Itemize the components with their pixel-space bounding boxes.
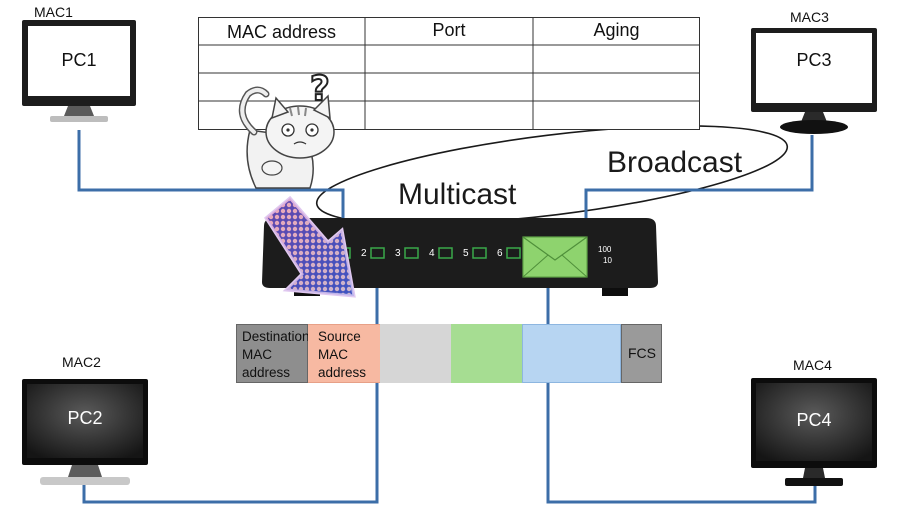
speed-indicator-10: 10	[603, 256, 612, 265]
frame-field-blue	[522, 324, 621, 383]
confused-cat-illustration: ?	[238, 68, 335, 189]
dotted-arrow-icon	[264, 196, 356, 298]
frame-field-gray	[380, 324, 451, 383]
switch-port-3: 3	[395, 246, 421, 262]
mac4-label: MAC4	[793, 357, 832, 373]
switch-port-5: 5	[463, 246, 489, 262]
pc2-label: PC2	[67, 408, 103, 428]
multicast-label: Multicast	[398, 178, 517, 211]
pc4-monitor-icon	[751, 378, 877, 486]
frame-source-field: Source MAC address	[308, 324, 380, 383]
pc1-label: PC1	[61, 50, 97, 70]
mac2-label: MAC2	[62, 354, 101, 370]
pc3-label: PC3	[796, 50, 832, 70]
port-5-icon	[472, 247, 487, 259]
port-2-number: 2	[361, 248, 367, 259]
pc2-monitor-icon	[22, 379, 148, 485]
port-6-icon	[506, 247, 521, 259]
mac1-label: MAC1	[34, 4, 73, 20]
port-3-number: 3	[395, 248, 401, 259]
envelope-icon	[522, 236, 588, 278]
frame-fcs-label: FCS	[628, 345, 656, 361]
speed-indicator-100: 100	[598, 245, 612, 254]
port-5-number: 5	[463, 248, 469, 259]
mac-table-header-aging: Aging	[593, 20, 640, 40]
port-3-icon	[404, 247, 419, 259]
port-2-icon	[370, 247, 385, 259]
switch-port-2: 2	[361, 246, 387, 262]
pc3-monitor-icon	[751, 28, 877, 134]
frame-fcs-field: FCS	[621, 324, 662, 383]
broadcast-ellipse	[315, 125, 789, 225]
cable-pc3	[584, 135, 814, 238]
switch-port-6: 6	[497, 246, 523, 262]
port-4-number: 4	[429, 248, 435, 259]
frame-field-green	[451, 324, 522, 383]
frame-destination-label: Destination MAC address	[242, 329, 310, 380]
mac-table-header-mac: MAC address	[226, 22, 337, 42]
port-6-number: 6	[497, 248, 503, 259]
pc4-label: PC4	[796, 410, 832, 430]
port-4-icon	[438, 247, 453, 259]
frame-source-label: Source MAC address	[318, 329, 367, 380]
broadcast-label: Broadcast	[607, 146, 743, 179]
frame-destination-field: Destination MAC address	[236, 324, 310, 383]
cable-pc4	[546, 270, 817, 504]
mac-table-header-port: Port	[432, 20, 466, 40]
mac3-label: MAC3	[790, 9, 829, 25]
switch-port-4: 4	[429, 246, 455, 262]
pc1-monitor-icon	[22, 20, 136, 122]
ethernet-frame: Destination MAC address Source MAC addre…	[236, 324, 662, 383]
